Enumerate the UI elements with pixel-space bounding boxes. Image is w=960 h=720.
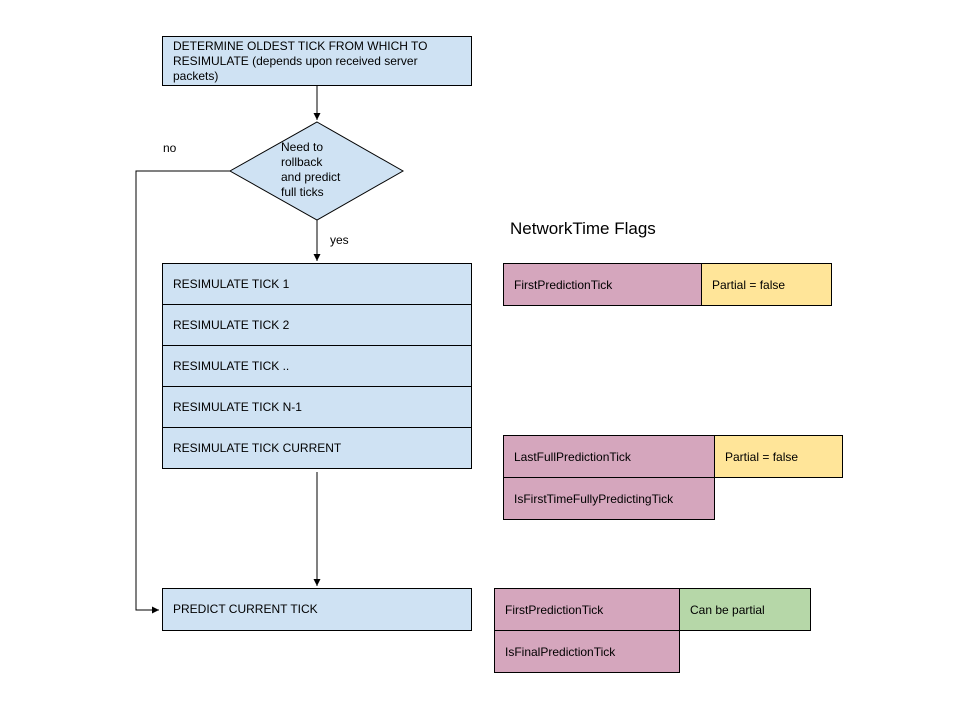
decision-text: Need to rollback and predict full ticks [281, 140, 341, 199]
flag-note-cell: Partial = false [701, 263, 832, 306]
flag-name-cell: LastFullPredictionTick [503, 435, 715, 478]
flag-row: IsFinalPredictionTick [494, 630, 811, 673]
flag-name-cell: FirstPredictionTick [503, 263, 702, 306]
flag-note-cell: Partial = false [714, 435, 843, 478]
flag-row: FirstPredictionTick Partial = false [503, 263, 832, 306]
flag-row: FirstPredictionTick Can be partial [494, 588, 811, 631]
flag-group-final-prediction: FirstPredictionTick Can be partial IsFin… [494, 588, 811, 673]
flags-panel-title: NetworkTime Flags [510, 219, 656, 238]
flag-name-cell: IsFinalPredictionTick [494, 630, 680, 673]
flag-group-first-prediction: FirstPredictionTick Partial = false [503, 263, 832, 306]
resimulate-tick-row: RESIMULATE TICK N-1 [162, 386, 472, 428]
resimulate-tick-row: RESIMULATE TICK CURRENT [162, 427, 472, 469]
flag-row: IsFirstTimeFullyPredictingTick [503, 477, 843, 520]
flag-row: LastFullPredictionTick Partial = false [503, 435, 843, 478]
yes-branch-label: yes [330, 233, 349, 247]
start-box: DETERMINE OLDEST TICK FROM WHICH TO RESI… [162, 36, 472, 86]
flag-name-cell: FirstPredictionTick [494, 588, 680, 631]
predict-box: PREDICT CURRENT TICK [162, 588, 472, 631]
resimulate-tick-row: RESIMULATE TICK 2 [162, 304, 472, 346]
flag-group-last-full-prediction: LastFullPredictionTick Partial = false I… [503, 435, 843, 520]
resimulate-tick-row: RESIMULATE TICK .. [162, 345, 472, 387]
flag-name-cell: IsFirstTimeFullyPredictingTick [503, 477, 715, 520]
flag-note-cell: Can be partial [679, 588, 811, 631]
no-branch-label: no [163, 141, 177, 155]
resimulate-tick-row: RESIMULATE TICK 1 [162, 263, 472, 305]
resimulate-stack: RESIMULATE TICK 1 RESIMULATE TICK 2 RESI… [162, 263, 472, 469]
connector-no-to-predict [135, 170, 230, 614]
